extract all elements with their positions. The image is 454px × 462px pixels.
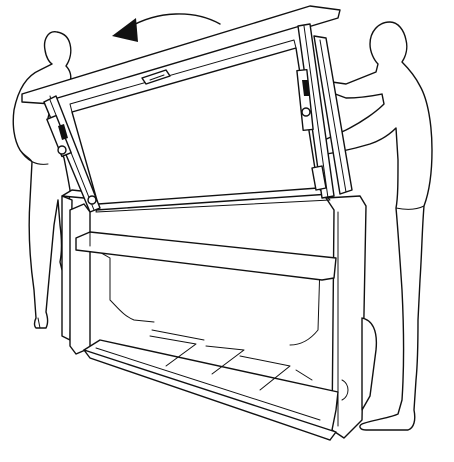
headboard-panel	[21, 5, 341, 213]
cabinet-frame	[61, 189, 378, 441]
left-piston-mechanism	[43, 95, 101, 213]
right-piston-mechanism	[296, 23, 353, 199]
rotation-arrow-icon	[112, 13, 221, 42]
